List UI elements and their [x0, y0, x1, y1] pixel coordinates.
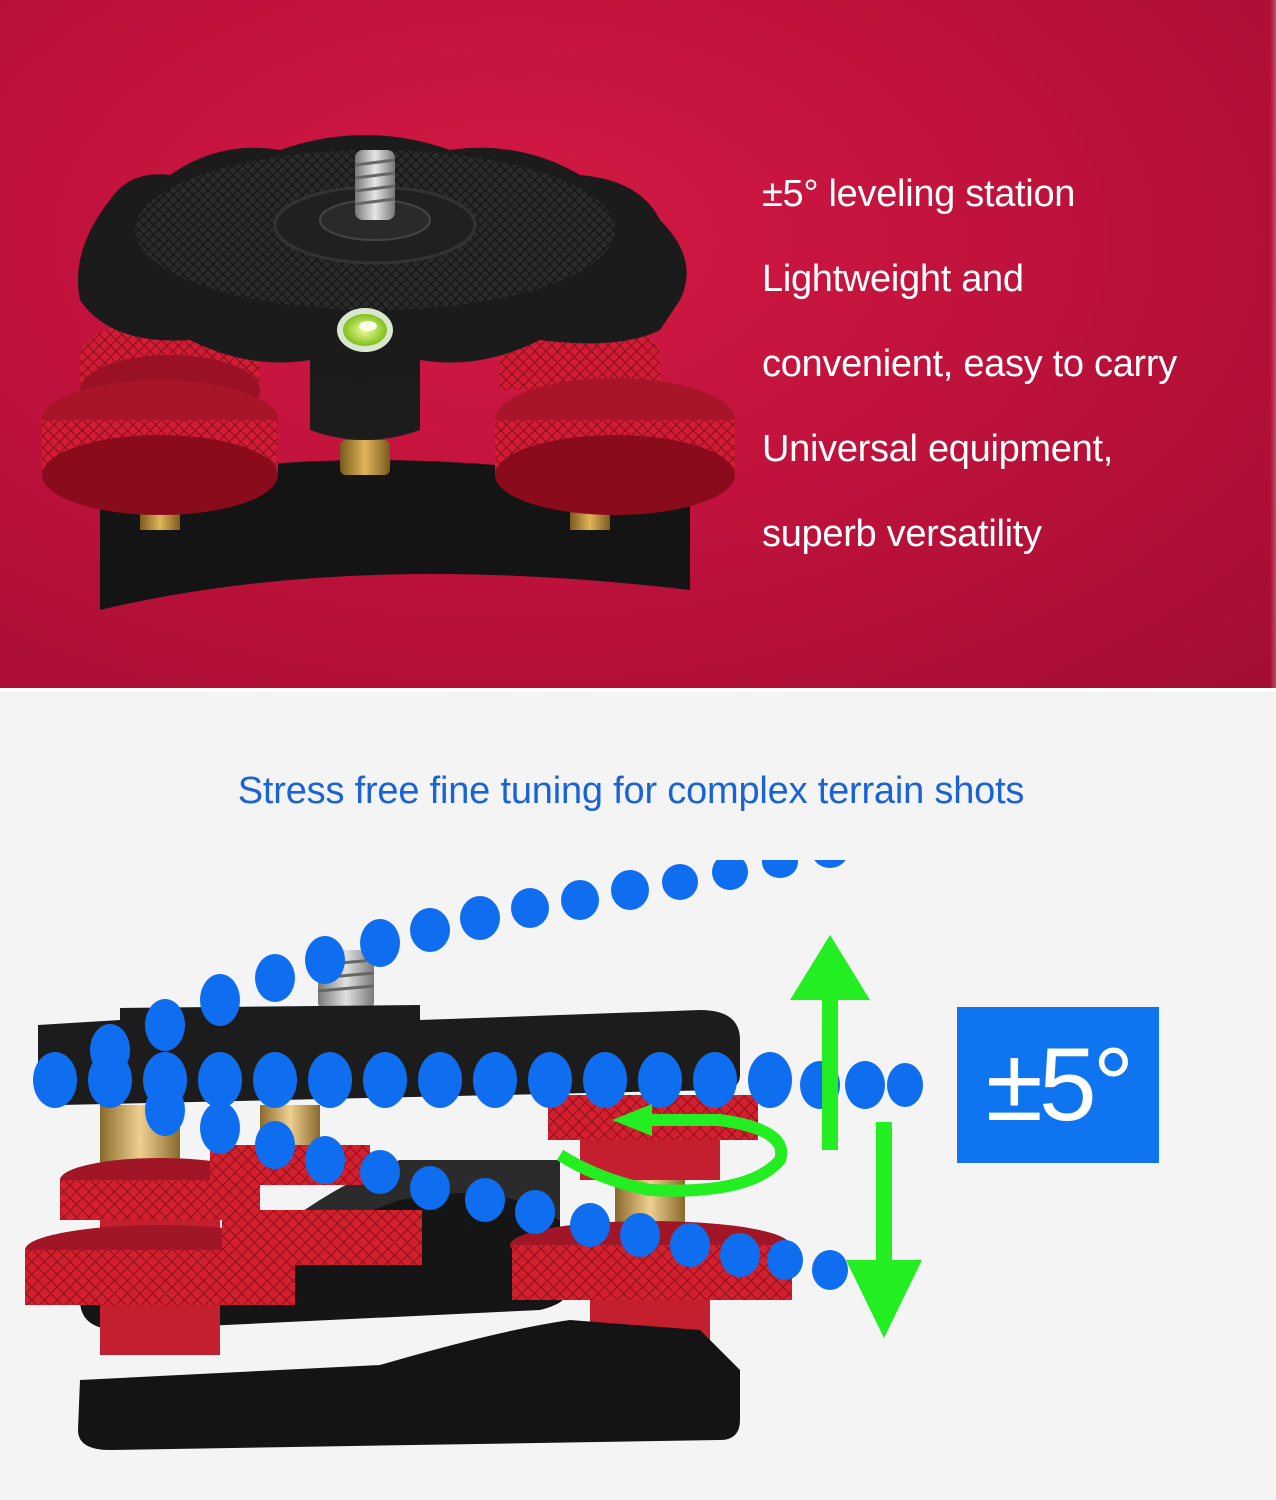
rotation-arrow-icon — [556, 1114, 788, 1197]
arrow-down-icon — [846, 1122, 922, 1338]
feature-convenient: convenient, easy to carry — [762, 343, 1177, 385]
hero-edge-highlight — [1270, 0, 1276, 690]
arrow-up-icon — [790, 935, 870, 1150]
section-divider — [0, 688, 1276, 692]
leveling-base-product-image — [42, 135, 735, 610]
fine-tuning-tagline: Stress free fine tuning for complex terr… — [237, 770, 1025, 812]
feature-lightweight: Lightweight and — [762, 258, 1024, 300]
tilt-indicator-dots — [33, 860, 923, 1290]
feature-leveling-range: ±5° leveling station — [762, 173, 1076, 215]
feature-versatility: superb versatility — [762, 513, 1042, 555]
feature-universal: Universal equipment, — [762, 428, 1113, 470]
tilt-range-badge: ±5° — [957, 1007, 1159, 1163]
leveling-base-side-view-image — [25, 860, 923, 1450]
feature-list: ±5° leveling station Lightweight and con… — [762, 152, 1262, 577]
